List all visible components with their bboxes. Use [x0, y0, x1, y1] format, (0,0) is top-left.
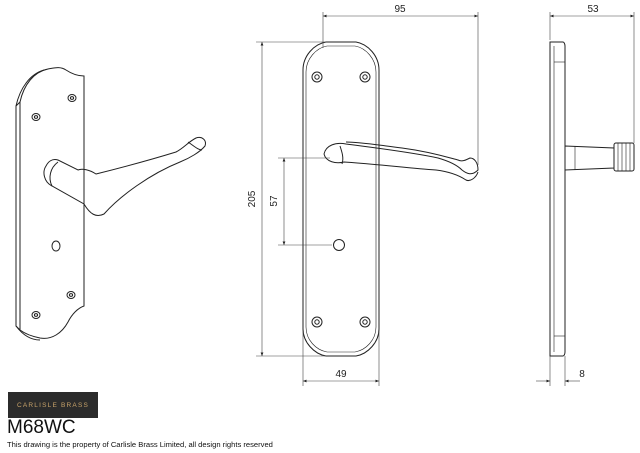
model-number: M68WC	[7, 417, 76, 438]
front-backplate	[302, 41, 380, 357]
perspective-view	[15, 67, 206, 341]
brand-logo-text: CARLISLE BRASS	[16, 401, 90, 409]
side-view	[549, 41, 635, 357]
dim-front-width: 95	[394, 4, 406, 15]
dim-plate-width: 49	[335, 369, 347, 380]
brand-logo: CARLISLE BRASS	[8, 392, 98, 418]
front-lever	[323, 141, 479, 175]
dim-side-depth: 53	[587, 4, 599, 15]
front-screws	[311, 71, 371, 328]
dimension-lines	[256, 12, 635, 386]
perspective-screw-holes	[31, 94, 77, 319]
front-turn-hole	[333, 239, 345, 251]
side-plate	[549, 41, 566, 357]
front-view	[302, 41, 479, 357]
side-lever-end	[613, 142, 635, 172]
side-lever-boss	[564, 145, 615, 171]
dim-centre-distance: 57	[269, 195, 280, 207]
dim-plate-height: 205	[247, 190, 258, 207]
perspective-lever	[43, 137, 206, 217]
dim-plate-thickness: 8	[579, 369, 585, 380]
perspective-turn-hole	[51, 240, 61, 252]
perspective-plate	[19, 67, 85, 339]
perspective-plate-edge	[15, 100, 21, 332]
copyright-notice: This drawing is the property of Carlisle…	[7, 440, 273, 449]
